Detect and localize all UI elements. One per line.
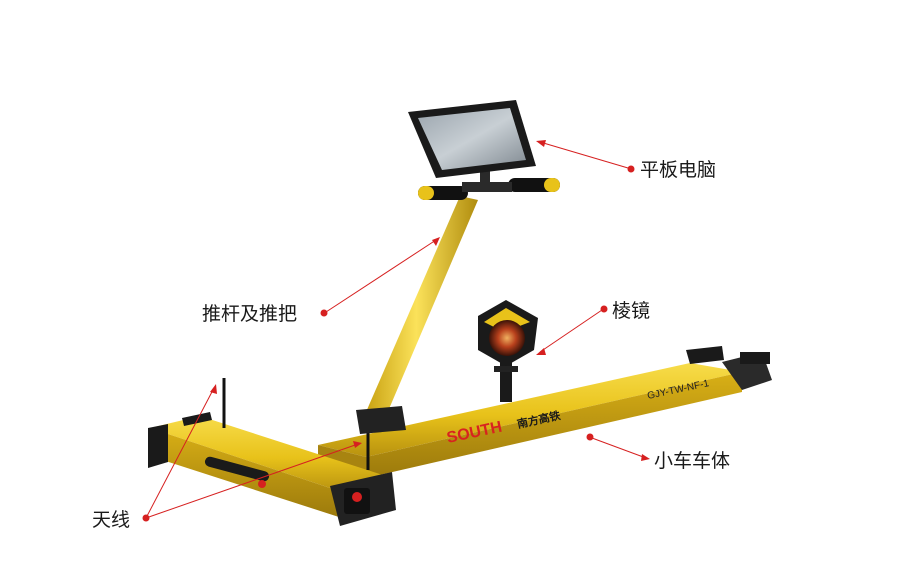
label-prism: 棱镜 <box>612 300 651 322</box>
callout-antenna <box>142 384 362 522</box>
label-push-rod: 推杆及推把 <box>202 303 298 325</box>
push-rod <box>356 196 478 434</box>
callout-prism <box>536 305 608 355</box>
callout-push-rod <box>320 237 440 317</box>
label-cart-body: 小车车体 <box>654 450 731 472</box>
callout-cart-body <box>586 433 650 461</box>
label-tablet: 平板电脑 <box>640 159 717 181</box>
cart-side-handle <box>204 456 270 488</box>
tablet <box>408 100 536 178</box>
prism <box>478 300 538 402</box>
push-handle <box>418 168 560 200</box>
callout-tablet <box>536 140 635 173</box>
label-antenna: 天线 <box>92 509 131 531</box>
end-caps <box>148 346 772 526</box>
